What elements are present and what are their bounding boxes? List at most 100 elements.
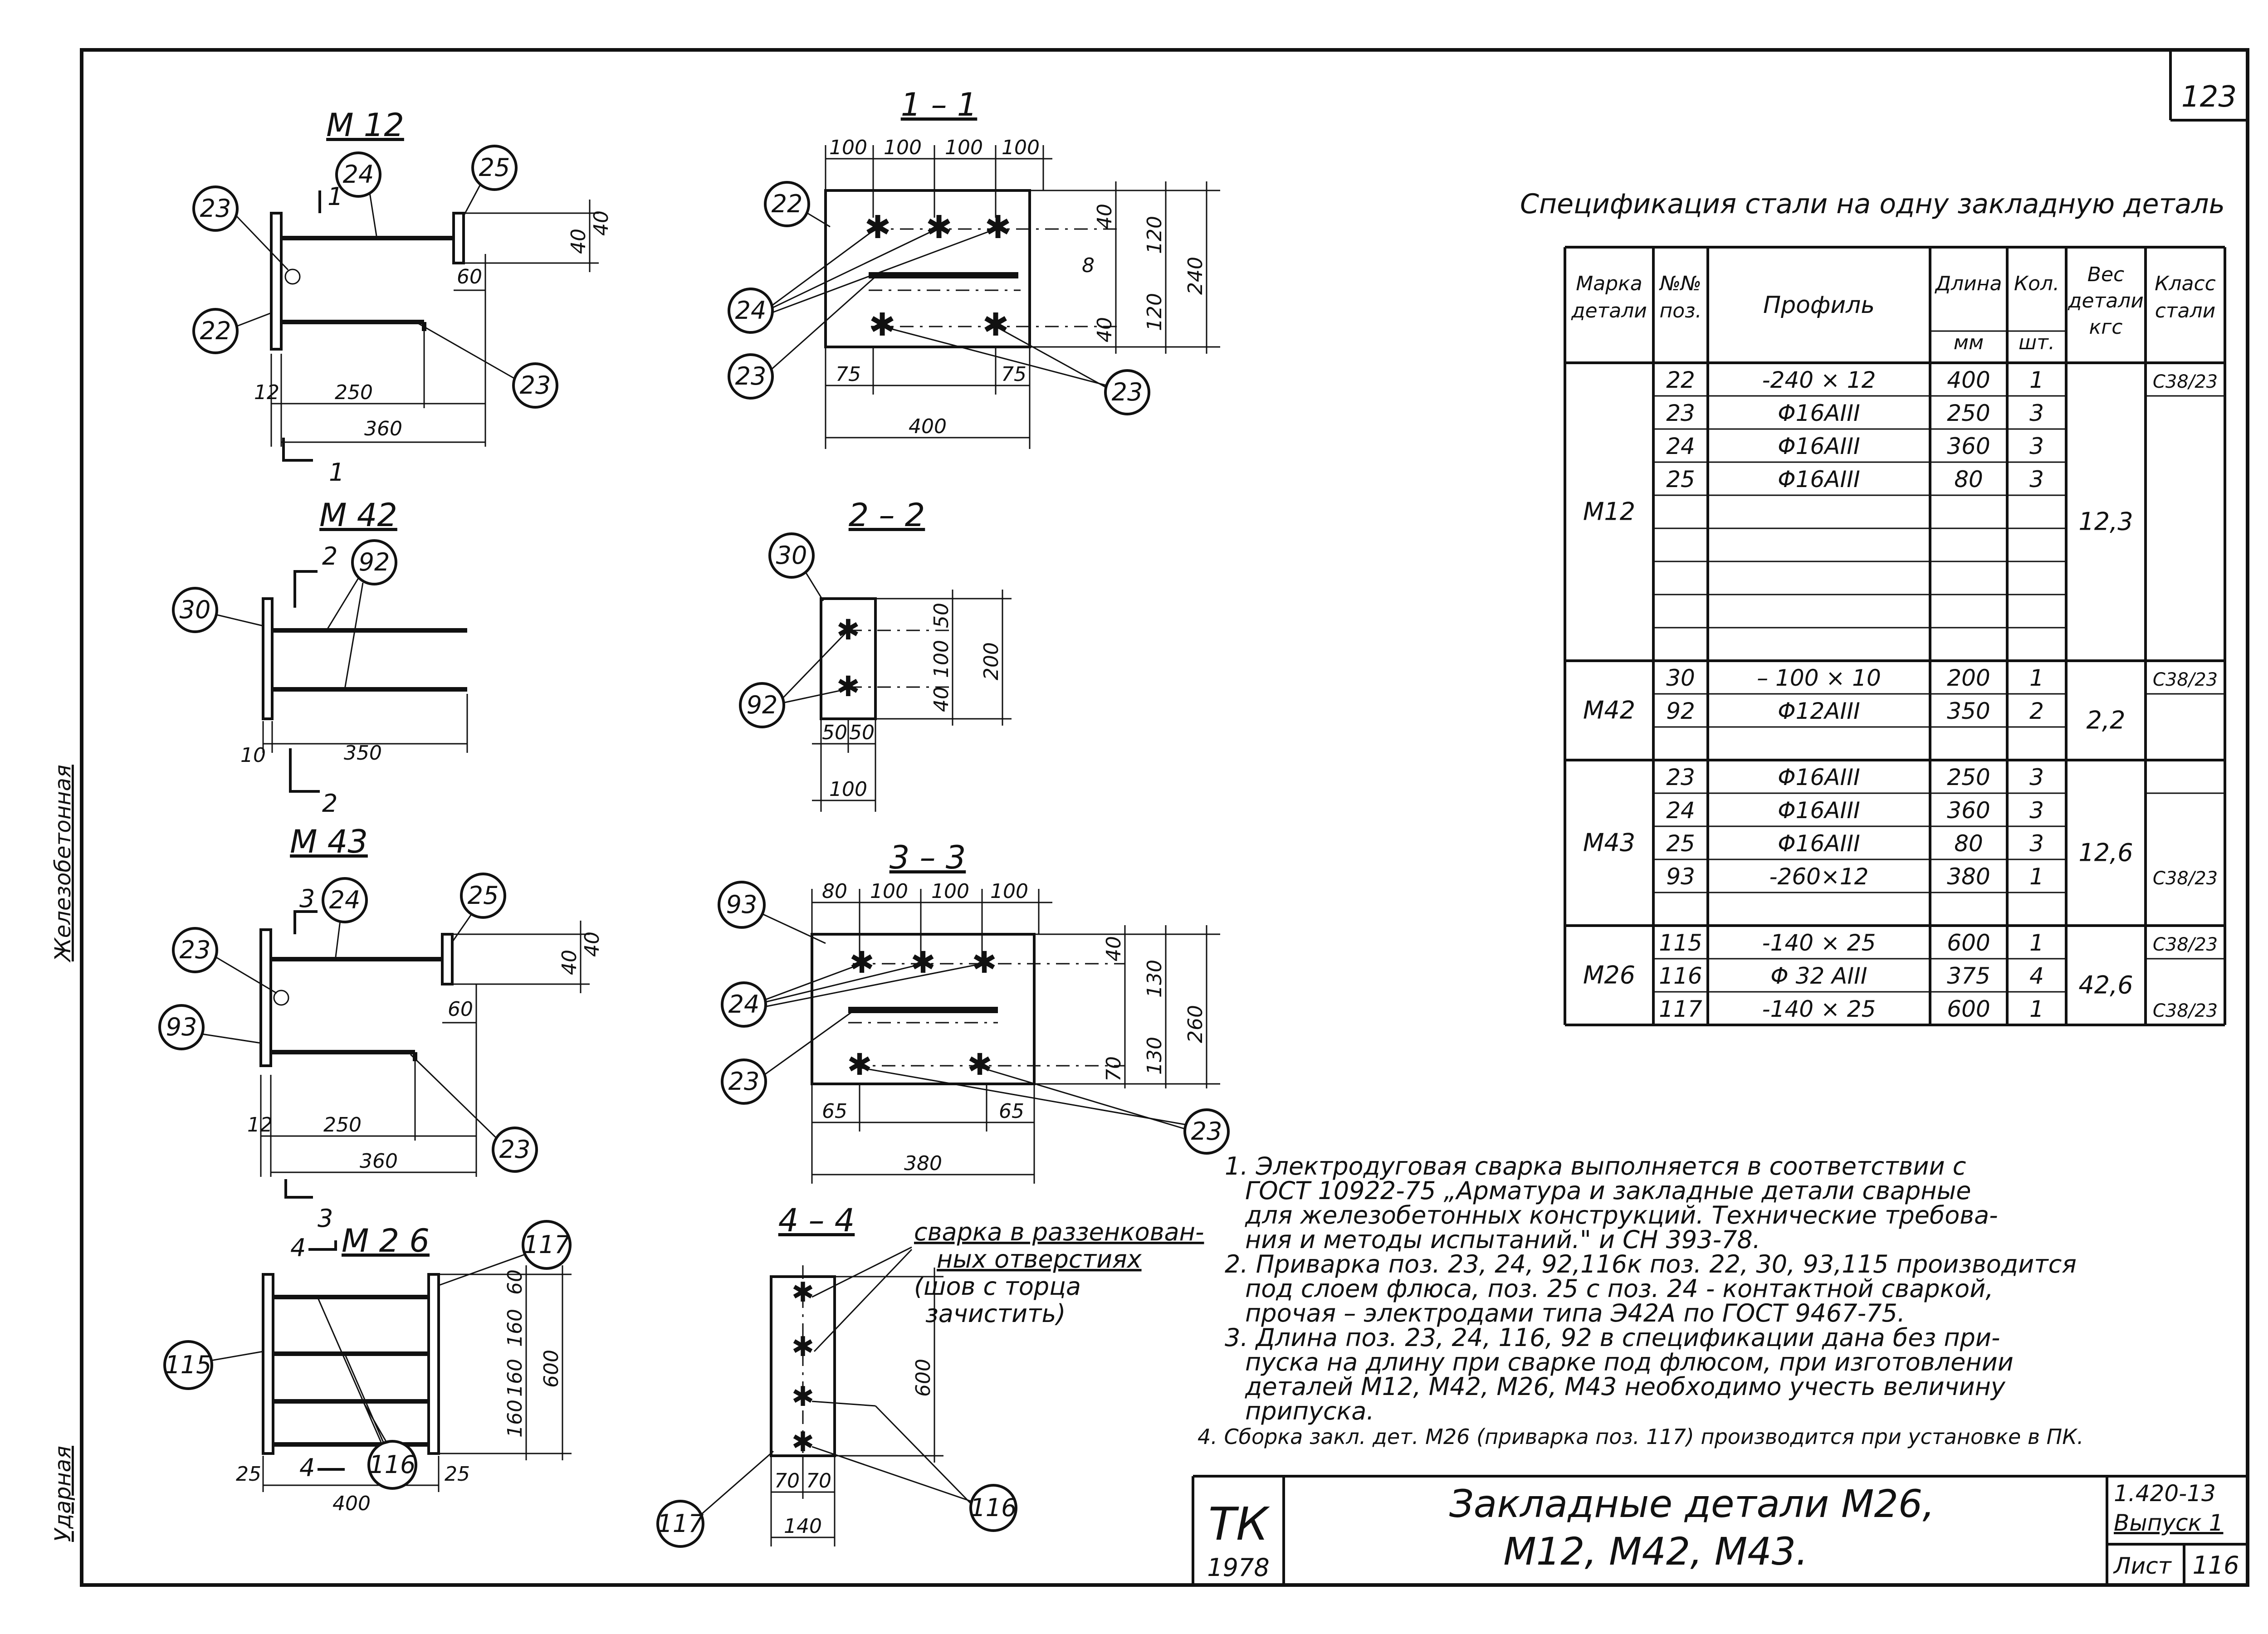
spec-profile: Φ16AIII (1778, 433, 1860, 459)
tb-sheet-label: Лист (2113, 1553, 2172, 1579)
dim-m12-40b: 40 (590, 210, 613, 236)
callout-m43-25: 25 (468, 881, 499, 910)
dim-m43-360: 360 (360, 1150, 398, 1173)
dim-11-100b: 100 (884, 136, 922, 159)
spec-pos: 23 (1666, 764, 1695, 790)
view-m42: М 42 2 10 350 2 30 92 (172, 497, 468, 818)
callout-22-30: 30 (776, 541, 807, 570)
spec-profile: Φ16AIII (1778, 797, 1860, 824)
section-mark-4b: 4 (299, 1454, 315, 1482)
view-m26-title: М 2 6 (342, 1222, 430, 1259)
spec-qty: 1 (2029, 863, 2044, 890)
section-mark-3: 3 (299, 884, 315, 913)
callout-11-24: 24 (735, 296, 767, 325)
dim-11-40b: 40 (1093, 317, 1116, 342)
spec-weight: 2,2 (2087, 706, 2126, 735)
spec-qty: 1 (2029, 665, 2044, 691)
callout-m43-93: 93 (166, 1013, 197, 1041)
title-block: ТК 1978 Закладные детали М26, М12, М42, … (1192, 1475, 2248, 1585)
spec-class: С38/23 (2153, 934, 2218, 955)
spec-length: 80 (1954, 466, 1983, 493)
dim-m26-60a: 60 (503, 1269, 527, 1295)
note-line: 4. Сборка закл. дет. М26 (приварка поз. … (1198, 1424, 2084, 1449)
dim-22-40: 40 (930, 687, 953, 712)
dim-m42-350: 350 (344, 741, 382, 765)
dim-11-100d: 100 (1002, 136, 1040, 159)
callout-11-23a: 23 (735, 362, 767, 390)
dim-11-8: 8 (1082, 254, 1095, 277)
section-mark-3b: 3 (318, 1204, 333, 1233)
note-line: пуска на длину при сварке под флюсом, пр… (1245, 1348, 2014, 1376)
spec-profile: Φ16AIII (1778, 830, 1860, 857)
dim-m26-600: 600 (540, 1350, 563, 1388)
dim-11-100c: 100 (945, 136, 983, 159)
spec-profile: Φ16AIII (1778, 400, 1860, 426)
dim-m26-25a: 25 (236, 1463, 261, 1486)
dim-11-120b: 120 (1143, 293, 1166, 331)
tb-year: 1978 (1207, 1553, 1269, 1582)
callout-m12-23b: 23 (520, 371, 551, 400)
spec-qty: 3 (2029, 797, 2044, 824)
spec-profile: Φ 32 AIII (1770, 963, 1867, 989)
weld-star: ✱ (926, 209, 953, 246)
spec-length: 360 (1947, 797, 1990, 824)
spec-qty: 3 (2029, 400, 2044, 426)
callout-33-93: 93 (726, 890, 758, 919)
callout-m42-92: 92 (359, 548, 390, 576)
spec-header: детали (1571, 299, 1647, 322)
weld-star: ✱ (985, 209, 1012, 246)
callout-m26-117: 117 (523, 1230, 570, 1259)
section-mark-1b: 1 (329, 458, 344, 487)
spec-header: мм (1954, 331, 1984, 354)
spec-header-profile: Профиль (1763, 292, 1875, 319)
dim-33-100c: 100 (990, 880, 1028, 903)
spec-pos: 117 (1659, 996, 1702, 1022)
spec-qty: 1 (2029, 930, 2044, 956)
dim-33-80: 80 (822, 880, 847, 903)
dim-m43-250: 250 (323, 1113, 362, 1136)
callout-11-22: 22 (772, 190, 803, 218)
spec-length: 200 (1947, 665, 1990, 691)
section-1-1-title: 1 – 1 (901, 86, 978, 123)
dim-33-65b: 65 (999, 1100, 1024, 1123)
dim-33-65a: 65 (822, 1100, 847, 1123)
spec-pos: 30 (1666, 665, 1695, 691)
view-m12-title: М 12 (326, 107, 404, 144)
note-line: 1. Электродуговая сварка выполняется в с… (1225, 1152, 1966, 1180)
section-1-1: 1 – 1 100 100 100 100 ✱ ✱ ✱ ✱ ✱ 40 8 120… (728, 86, 1220, 449)
dim-m43-60: 60 (448, 998, 473, 1021)
section-2-2: 2 – 2 ✱ ✱ 50 100 40 200 50 50 100 30 92 (739, 497, 1012, 812)
weld-star: ✱ (847, 1047, 872, 1082)
section-mark-4: 4 (290, 1234, 306, 1262)
spec-weight: 12,6 (2078, 839, 2133, 867)
spec-profile: Φ12AIII (1778, 698, 1860, 724)
spec-pos: 24 (1666, 797, 1695, 824)
dim-11-100a: 100 (829, 136, 867, 159)
spec-profile: -260×12 (1769, 863, 1869, 890)
callout-m42-30: 30 (180, 595, 211, 624)
sheet-frame (80, 48, 2249, 1587)
callout-m12-23a: 23 (200, 194, 231, 223)
weld-note-3: (шов с торца (914, 1272, 1081, 1301)
spec-title: Спецификация стали на одну закладную дет… (1520, 188, 2225, 220)
dim-11-400: 400 (909, 415, 947, 438)
callout-m43-23b: 23 (499, 1135, 531, 1164)
dim-44-70b: 70 (806, 1469, 831, 1493)
callout-m26-116: 116 (369, 1450, 415, 1479)
bar-rib (869, 272, 1018, 278)
spec-length: 350 (1947, 698, 1990, 724)
dim-22-200: 200 (980, 642, 1003, 680)
dim-11-120a: 120 (1143, 216, 1166, 254)
dim-m12-60: 60 (457, 265, 482, 288)
spec-mark: М12 (1583, 498, 1635, 526)
dim-44-600: 600 (912, 1359, 935, 1397)
section-4-4: 4 – 4 ✱ ✱ ✱ ✱ 600 70 70 140 сварка в раз… (656, 1202, 1204, 1548)
dim-44-140: 140 (784, 1515, 822, 1538)
spec-header: поз. (1659, 299, 1701, 322)
spec-pos: 25 (1666, 830, 1695, 857)
dim-m12-40a: 40 (567, 229, 590, 254)
dim-33-380: 380 (904, 1152, 942, 1175)
dim-11-75b: 75 (1001, 363, 1026, 386)
callout-33-24: 24 (728, 990, 760, 1019)
